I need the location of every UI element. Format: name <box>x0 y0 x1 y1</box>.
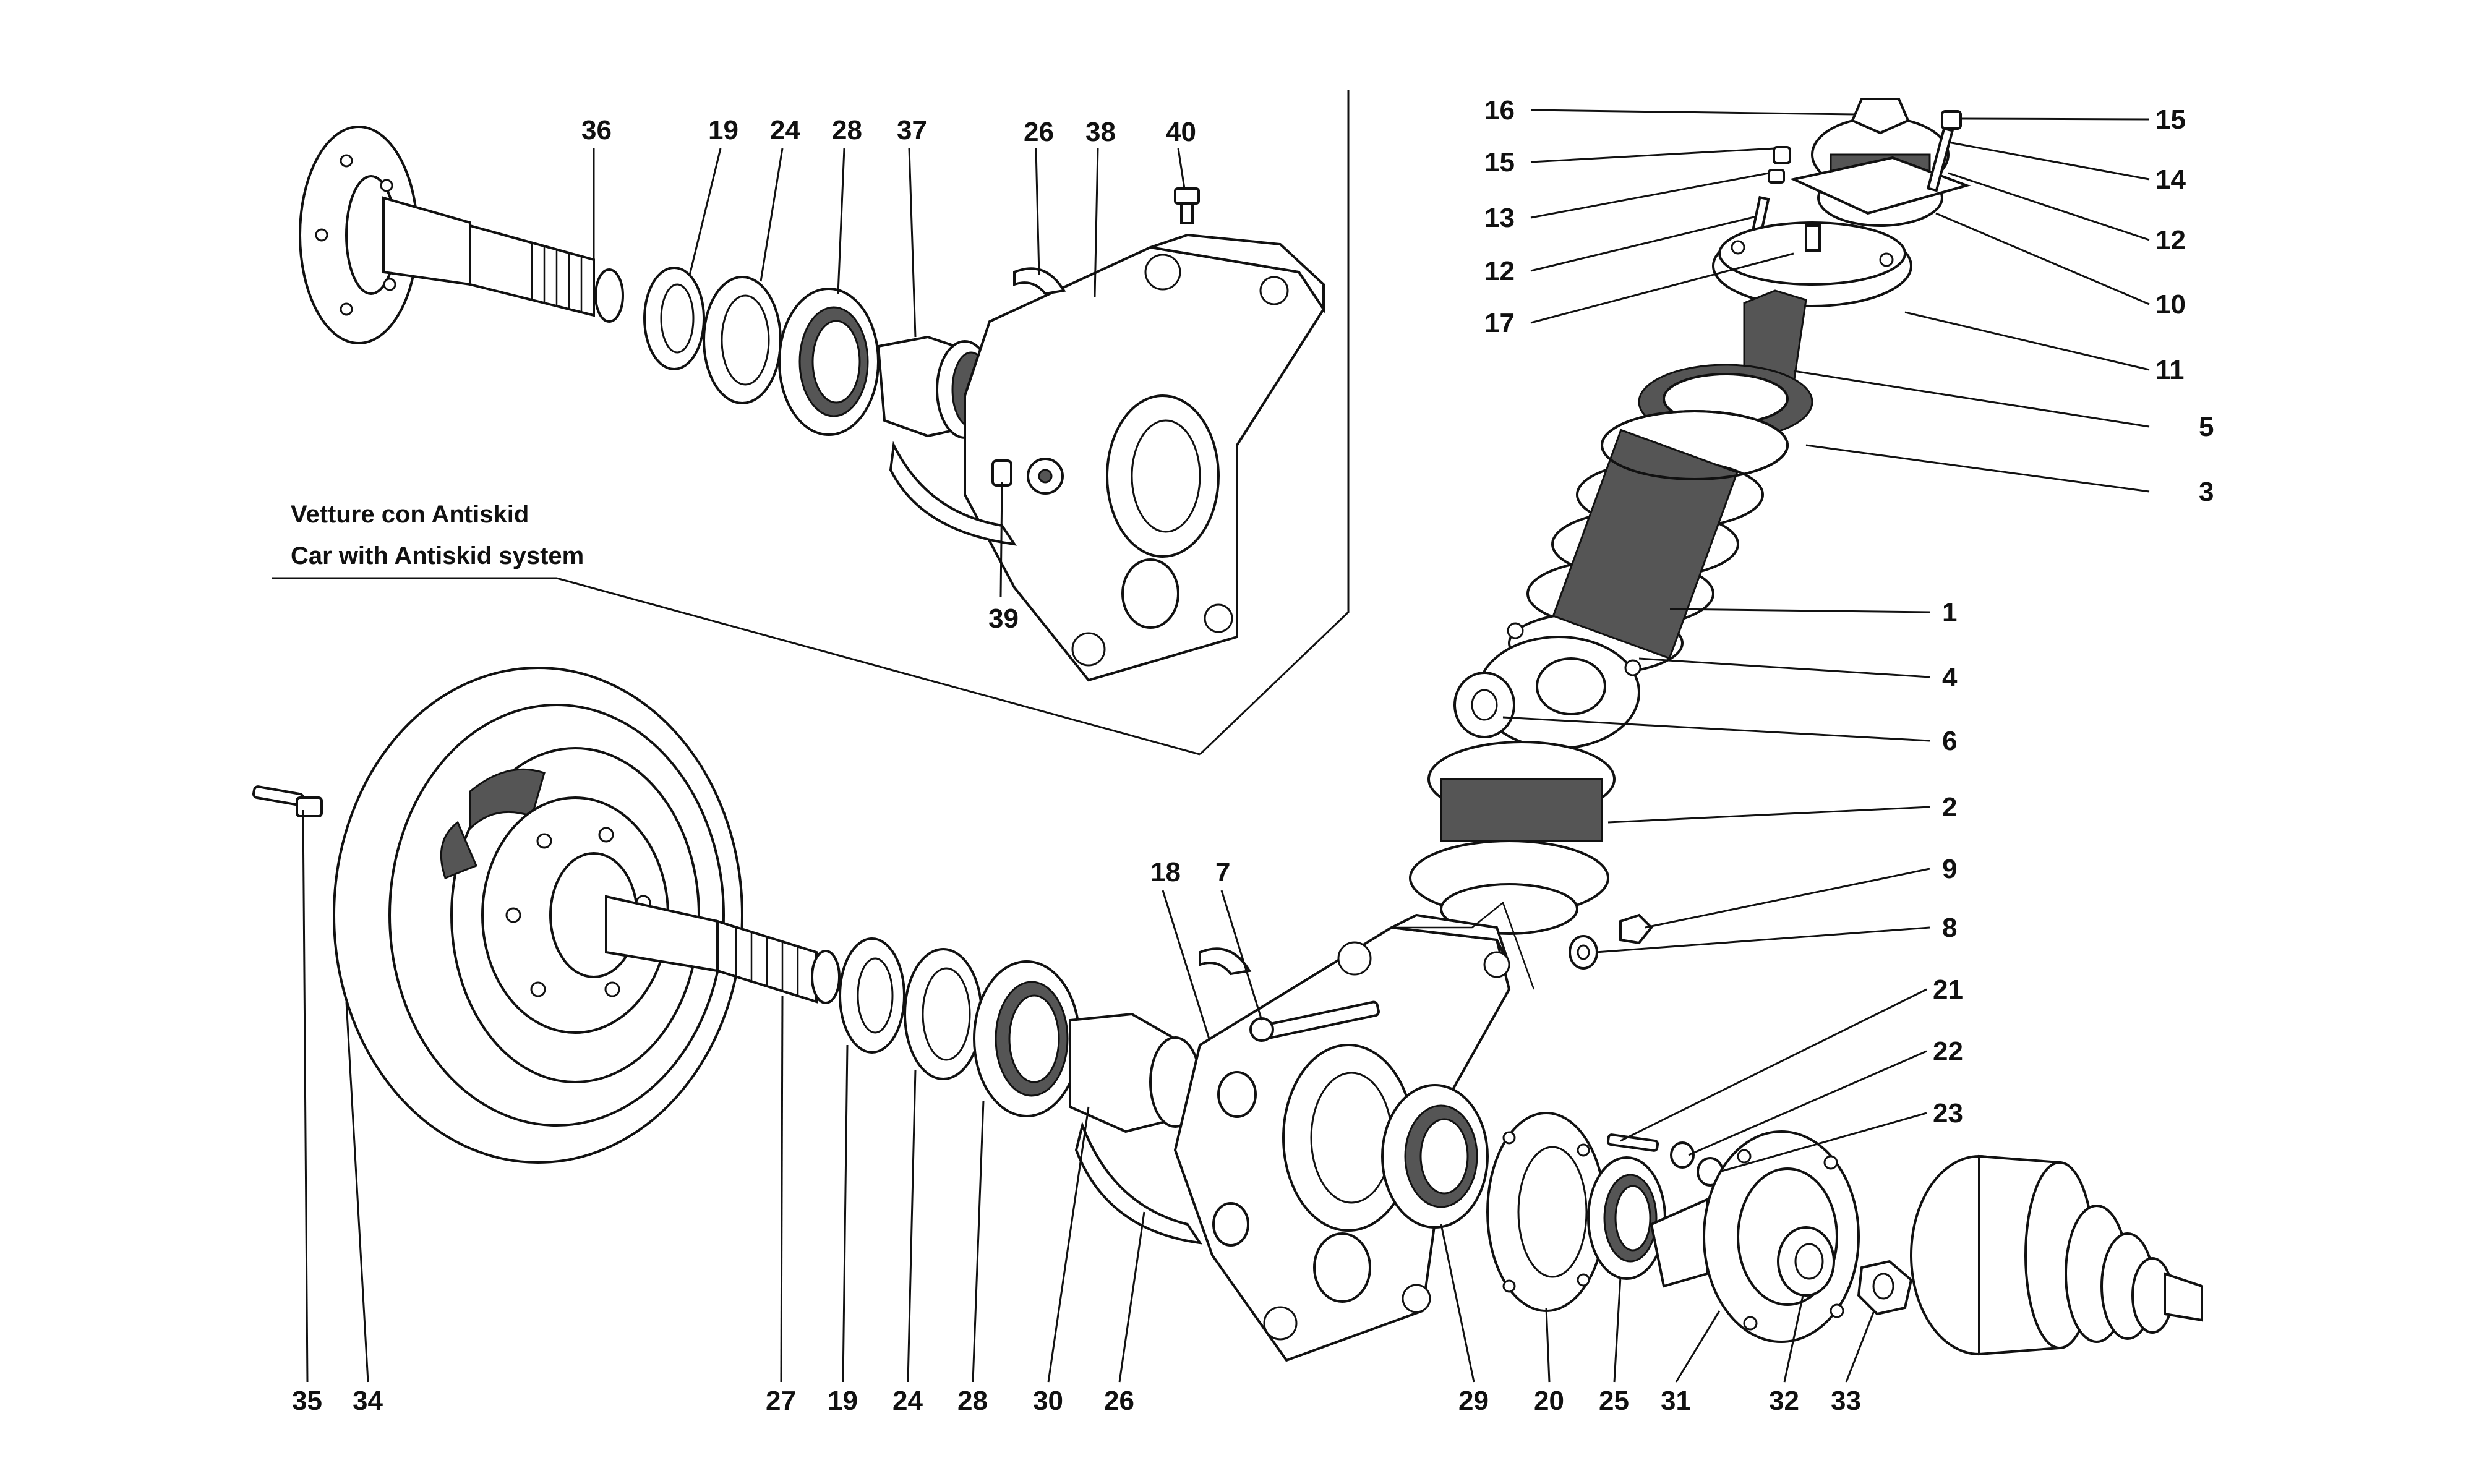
spring-damper-assembly <box>1409 98 1971 970</box>
inset-sensor-screw-39 <box>991 459 1012 487</box>
callout-29: 29 <box>1458 1386 1489 1416</box>
callout-37: 37 <box>897 115 927 145</box>
callout-23: 23 <box>1933 1098 1963 1128</box>
callout-8: 8 <box>1942 913 1957 943</box>
callout-31: 31 <box>1661 1386 1691 1416</box>
callout-3: 3 <box>2199 477 2214 507</box>
callout-28: 28 <box>832 115 862 145</box>
nut-15a <box>1773 146 1791 164</box>
coil-spring-3 <box>1508 364 1813 675</box>
cv-joint-boot <box>1910 1154 2203 1356</box>
callout-1: 1 <box>1942 597 1957 628</box>
top-nut-16 <box>1851 98 1910 135</box>
callout-6: 6 <box>1942 726 1957 756</box>
callout-2: 2 <box>1942 792 1957 822</box>
callout-21: 21 <box>1933 974 1963 1005</box>
washer-13 <box>1768 169 1785 184</box>
caption-line-2: Car with Antiskid system <box>291 542 584 569</box>
bolt-7 <box>1249 1000 1380 1042</box>
stud-21 <box>1606 1133 1659 1152</box>
callout-14: 14 <box>2155 164 2186 195</box>
callout-34: 34 <box>353 1386 383 1416</box>
callout-13: 13 <box>1484 203 1515 233</box>
callout-26: 26 <box>1104 1386 1134 1416</box>
washer-22 <box>1670 1141 1695 1169</box>
stud-14 <box>1926 127 1954 192</box>
callout-16: 16 <box>1484 95 1515 126</box>
callout-24: 24 <box>892 1386 923 1416</box>
callout-22: 22 <box>1933 1036 1963 1067</box>
dust-shield-26 <box>1074 1121 1203 1245</box>
callout-19: 19 <box>708 115 738 145</box>
wheel-stud-35 <box>252 785 323 817</box>
main-hub-assembly <box>252 667 2203 1362</box>
callout-40: 40 <box>1166 117 1196 147</box>
callout-32: 32 <box>1769 1386 1799 1416</box>
callout-18: 18 <box>1150 857 1181 887</box>
callout-27: 27 <box>766 1386 796 1416</box>
callout-9: 9 <box>1942 854 1957 884</box>
callout-25: 25 <box>1599 1386 1629 1416</box>
callout-26: 26 <box>1024 117 1054 147</box>
antiskid-inset <box>272 90 1350 756</box>
callout-17: 17 <box>1484 308 1515 338</box>
nut-9 <box>1619 913 1653 945</box>
nut-15b <box>1941 110 1962 130</box>
spring-seat-2 <box>1409 741 1616 935</box>
callout-10: 10 <box>2155 289 2186 320</box>
inset-border-line <box>1199 90 1350 756</box>
inset-bolt-40 <box>1174 187 1200 224</box>
callout-5: 5 <box>2199 412 2214 442</box>
callout-labels: 36 19 24 28 37 26 38 40 39 16 15 13 12 1… <box>292 95 2214 1416</box>
callout-33: 33 <box>1831 1386 1861 1416</box>
callout-12: 12 <box>2155 225 2186 255</box>
output-hub-31 <box>1650 1130 1860 1343</box>
callout-24: 24 <box>770 115 800 145</box>
callout-36: 36 <box>581 115 612 145</box>
callout-11: 11 <box>2155 355 2185 385</box>
callout-39: 39 <box>988 603 1019 634</box>
inset-hub-carrier <box>889 233 1325 682</box>
drive-shaft-27 <box>605 895 841 1004</box>
callout-15: 15 <box>2155 104 2186 135</box>
caption-line-1: Vetture con Antiskid <box>291 501 529 528</box>
callout-20: 20 <box>1534 1386 1564 1416</box>
callout-15: 15 <box>1484 147 1515 177</box>
callout-7: 7 <box>1215 857 1230 887</box>
callout-12: 12 <box>1484 256 1515 286</box>
callout-19: 19 <box>828 1386 858 1416</box>
callout-28: 28 <box>957 1386 988 1416</box>
spacer-30 <box>1069 1012 1201 1133</box>
callout-4: 4 <box>1942 662 1958 693</box>
leader-lines <box>302 109 2150 1383</box>
callout-38: 38 <box>1085 117 1116 147</box>
callout-30: 30 <box>1033 1386 1063 1416</box>
caption-leader-line <box>272 577 1201 756</box>
damper-body <box>1453 622 1641 749</box>
inset-hub-shaft <box>299 126 624 344</box>
callout-35: 35 <box>292 1386 322 1416</box>
